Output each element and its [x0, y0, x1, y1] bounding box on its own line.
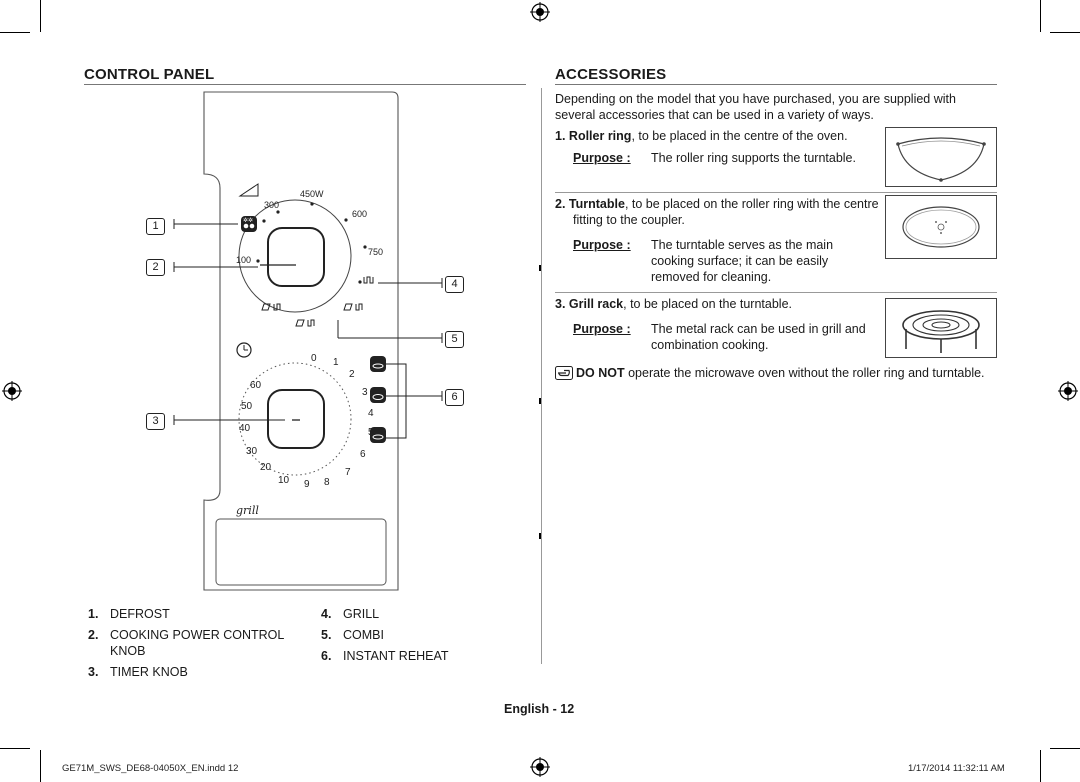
legend-item-instant-reheat: 6.INSTANT REHEAT — [321, 649, 449, 663]
timer-label-50: 50 — [241, 401, 253, 412]
registration-mark-icon — [530, 2, 550, 22]
crop-mark — [40, 0, 41, 32]
footer-timestamp: 1/17/2014 11:32:11 AM — [908, 763, 1005, 774]
crop-mark — [0, 32, 30, 33]
callout-6: 6 — [445, 389, 464, 406]
power-label-750: 750 — [368, 247, 383, 257]
legend-item-power-knob: 2.COOKING POWER CONTROL KNOB — [88, 628, 284, 658]
legend-item-grill: 4.GRILL — [321, 607, 380, 621]
timer-label-2: 2 — [349, 369, 355, 380]
registration-mark-icon — [530, 757, 550, 777]
control-panel-diagram: 450W 300 600 750 100 ✲✲ 0 1 2 3 4 5 — [173, 91, 443, 591]
purpose-label: Purpose : — [573, 238, 631, 252]
item-divider — [555, 192, 997, 193]
power-label-300: 300 — [264, 200, 279, 210]
svg-text:✲✲: ✲✲ — [243, 217, 253, 224]
timer-label-3: 3 — [362, 387, 368, 398]
item-divider — [555, 292, 997, 293]
timer-label-10: 10 — [278, 475, 290, 486]
column-divider — [541, 88, 542, 664]
crop-mark — [0, 748, 30, 749]
turntable-image — [885, 195, 997, 259]
page-label: English - 12 — [504, 702, 575, 716]
section-rule — [555, 84, 997, 85]
callout-1: 1 — [146, 218, 165, 235]
column-tick — [539, 265, 541, 271]
safety-note: DO NOT operate the microwave oven withou… — [576, 366, 985, 380]
timer-label-20: 20 — [260, 462, 272, 473]
timer-label-1: 1 — [333, 357, 339, 368]
timer-label-6: 6 — [360, 449, 366, 460]
control-panel-title: CONTROL PANEL — [84, 66, 215, 83]
callout-3: 3 — [146, 413, 165, 430]
timer-label-0: 0 — [311, 353, 317, 364]
purpose-label: Purpose : — [573, 322, 631, 336]
timer-label-40: 40 — [239, 423, 251, 434]
registration-mark-icon — [2, 381, 22, 401]
timer-label-4: 4 — [368, 408, 374, 419]
crop-mark — [1050, 748, 1080, 749]
callout-4: 4 — [445, 276, 464, 293]
pointing-hand-icon — [555, 366, 573, 380]
accessory-turntable: 2. Turntable, to be placed on the roller… — [555, 197, 879, 227]
crop-mark — [40, 750, 41, 782]
timer-label-8: 8 — [324, 477, 330, 488]
brand-mark: grill — [236, 504, 259, 517]
accessories-title: ACCESSORIES — [555, 66, 667, 83]
crop-mark — [1050, 32, 1080, 33]
callout-2: 2 — [146, 259, 165, 276]
section-rule — [84, 84, 526, 85]
callout-5: 5 — [445, 331, 464, 348]
legend-item-timer-knob: 3.TIMER KNOB — [88, 665, 188, 679]
legend-item-defrost: 1.DEFROST — [88, 607, 170, 621]
power-label-100: 100 — [236, 255, 251, 265]
purpose-label: Purpose : — [573, 151, 631, 165]
timer-label-30: 30 — [246, 446, 258, 457]
roller-ring-purpose: The roller ring supports the turntable. — [651, 151, 856, 165]
grill-rack-purpose: The metal rack can be used in grill and … — [651, 322, 866, 352]
crop-mark — [1040, 0, 1041, 32]
power-label-600: 600 — [352, 209, 367, 219]
accessory-grill-rack: 3. Grill rack, to be placed on the turnt… — [555, 297, 792, 311]
legend-item-combi: 5.COMBI — [321, 628, 384, 642]
timer-label-60: 60 — [250, 380, 262, 391]
timer-label-7: 7 — [345, 467, 351, 478]
column-tick — [539, 398, 541, 404]
roller-ring-image — [885, 127, 997, 187]
power-label-450: 450W — [300, 189, 324, 199]
crop-mark — [1040, 750, 1041, 782]
grill-rack-image — [885, 298, 997, 358]
column-tick — [539, 533, 541, 539]
accessories-intro: Depending on the model that you have pur… — [555, 92, 956, 122]
accessory-roller-ring: 1. Roller ring, to be placed in the cent… — [555, 129, 848, 143]
timer-label-9: 9 — [304, 479, 310, 490]
turntable-purpose: The turntable serves as the main cooking… — [651, 238, 834, 284]
registration-mark-icon — [1058, 381, 1078, 401]
footer-filename: GE71M_SWS_DE68-04050X_EN.indd 12 — [62, 763, 239, 774]
